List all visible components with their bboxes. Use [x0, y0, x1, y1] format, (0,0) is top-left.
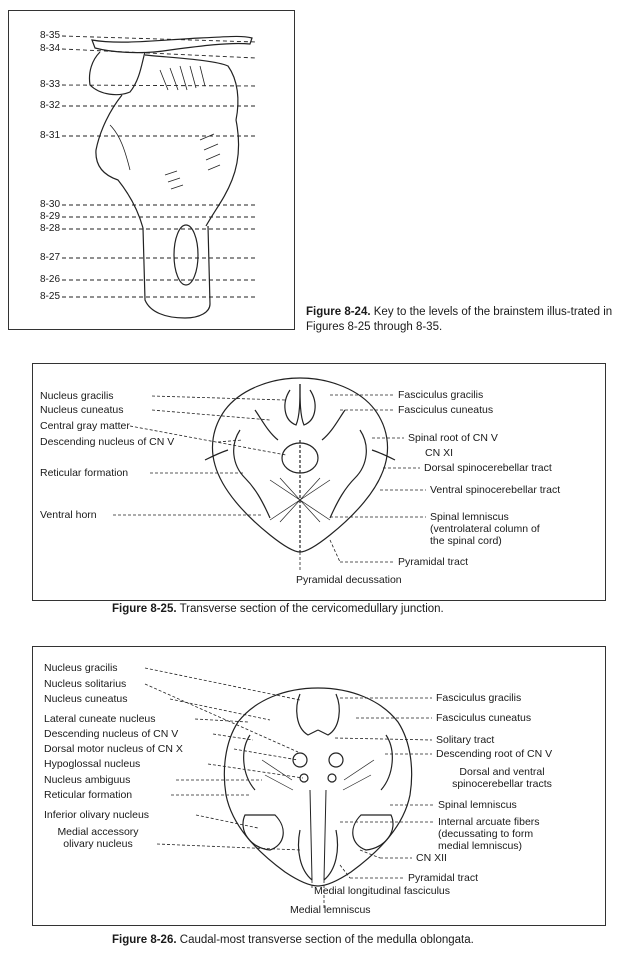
label-nucleus-cuneatus: Nucleus cuneatus [44, 693, 128, 705]
label-fasciculus-cuneatus: Fasciculus cuneatus [398, 404, 494, 416]
label-ventral-horn: Ventral horn [40, 509, 97, 521]
caption-text: Caudal-most transverse section of the me… [179, 934, 474, 946]
caption-text: Transverse section of the cervicomedulla… [179, 603, 444, 615]
label-spinal-lemniscus: Spinal lemniscus (ventrolateral column o… [430, 511, 540, 547]
label-dorsal-spinocerebellar: Dorsal spinocerebellar tract [424, 462, 552, 474]
cervicomedullary-section [204, 377, 396, 553]
level-label: 8-34 [40, 43, 61, 54]
brainstem-key-drawing [88, 35, 253, 319]
label-hypoglossal-nucleus: Hypoglossal nucleus [44, 758, 141, 770]
label-cn-xi: CN XI [425, 447, 454, 459]
label-nucleus-gracilis: Nucleus gracilis [40, 390, 114, 402]
caption-text: Key to the levels of the brainstem illus… [306, 306, 613, 333]
label-medial-longitudinal-fasciculus: Medial longitudinal fasciculus [314, 885, 450, 897]
label-pyramidal-tract: Pyramidal tract [408, 872, 479, 884]
level-label: 8-33 [40, 79, 61, 90]
level-label: 8-31 [40, 130, 61, 141]
label-descending-nucleus-cn-v: Descending nucleus of CN V [40, 436, 175, 448]
label-dorsal-ventral-spinocerebellar: Dorsal and ventral spinocerebellar tract… [452, 766, 552, 790]
label-nucleus-gracilis: Nucleus gracilis [44, 662, 118, 674]
caption-number: Figure 8-26. [112, 934, 177, 946]
label-nucleus-cuneatus: Nucleus cuneatus [40, 404, 124, 416]
label-reticular-formation: Reticular formation [44, 789, 133, 801]
label-pyramidal-tract: Pyramidal tract [398, 556, 469, 568]
level-label: 8-25 [40, 291, 61, 302]
label-fasciculus-gracilis: Fasciculus gracilis [398, 389, 484, 401]
figure-8-24-caption: Figure 8-24. Key to the levels of the br… [306, 305, 618, 335]
label-spinal-lemniscus: Spinal lemniscus [438, 799, 517, 811]
label-lateral-cuneate-nucleus: Lateral cuneate nucleus [44, 713, 156, 725]
level-lines [61, 35, 257, 298]
level-label: 8-26 [40, 274, 61, 285]
label-fasciculus-cuneatus: Fasciculus cuneatus [436, 712, 532, 724]
label-inferior-olivary-nucleus: Inferior olivary nucleus [44, 809, 150, 821]
label-spinal-root-cn-v: Spinal root of CN V [408, 432, 498, 444]
label-internal-arcuate-fibers: Internal arcuate fibers (decussating to … [438, 816, 540, 852]
level-label: 8-30 [40, 199, 61, 210]
label-solitary-tract: Solitary tract [436, 734, 495, 746]
label-dorsal-motor-nucleus-cn-x: Dorsal motor nucleus of CN X [44, 743, 183, 755]
caption-number: Figure 8-24. [306, 306, 371, 318]
level-label: 8-32 [40, 100, 61, 111]
label-fasciculus-gracilis: Fasciculus gracilis [436, 692, 522, 704]
fig26-leaders [144, 667, 434, 908]
level-label: 8-29 [40, 211, 61, 222]
label-central-gray-matter: Central gray matter [40, 420, 130, 432]
caption-number: Figure 8-25. [112, 603, 177, 615]
level-label: 8-35 [40, 30, 61, 41]
label-cn-xii: CN XII [416, 852, 447, 864]
label-nucleus-solitarius: Nucleus solitarius [44, 678, 127, 690]
label-pyramidal-decussation: Pyramidal decussation [296, 574, 402, 586]
label-descending-root-cn-v: Descending root of CN V [436, 748, 553, 760]
label-medial-accessory-olivary: Medial accessory olivary nucleus [57, 826, 139, 850]
level-label: 8-27 [40, 252, 61, 263]
caudal-medulla-section [223, 687, 413, 887]
label-ventral-spinocerebellar: Ventral spinocerebellar tract [430, 484, 561, 496]
label-reticular-formation: Reticular formation [40, 467, 129, 479]
label-medial-lemniscus: Medial lemniscus [290, 904, 371, 916]
figure-8-26-caption: Figure 8-26. Caudal-most transverse sect… [112, 933, 612, 948]
figure-8-25-caption: Figure 8-25. Transverse section of the c… [112, 602, 592, 617]
figure-8-24-panel [8, 10, 295, 330]
label-nucleus-ambiguus: Nucleus ambiguus [44, 774, 131, 786]
level-label: 8-28 [40, 223, 61, 234]
label-descending-nucleus-cn-v: Descending nucleus of CN V [44, 728, 179, 740]
fig25-leaders [113, 394, 426, 572]
